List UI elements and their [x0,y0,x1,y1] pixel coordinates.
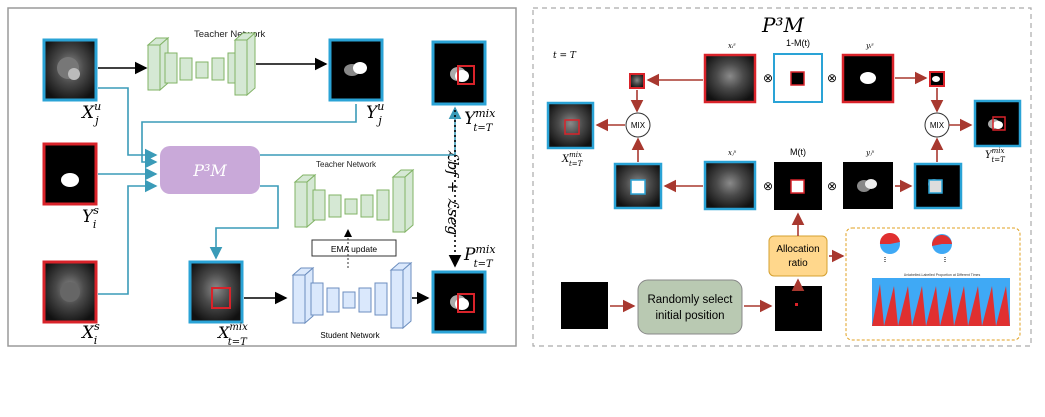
y-mix-output-image [973,99,1022,148]
mid-left-image [613,162,663,210]
allocation-line-1: Allocation [776,244,819,255]
initial-black-image [561,282,608,329]
initial-position-image [775,286,822,331]
teacher-network-top: Teacher Network [146,29,266,97]
left-arrows [98,57,462,305]
randomly-select-line-1: Randomly select [647,294,733,306]
mid-right-image [913,162,963,210]
top-y-s-image [841,53,895,104]
image-x-i-s [42,260,98,324]
teacher-network-mid: Teacher Network [293,160,415,234]
randomly-select-line-2: initial position [655,310,724,322]
ema-update-box [311,239,397,257]
mix-left-label: MIX [631,121,646,130]
image-x-mix [188,260,244,324]
loss-label: ℒbf + ℒseg [444,150,462,235]
otimes-3: ⊗ [763,179,773,193]
student-network-label: Student Network [320,331,380,340]
small-xs-label: xᵢˢ [728,42,736,50]
one-minus-m-label: 1-M(t) [786,38,810,48]
top-left-crop [629,73,645,89]
top-right-crop [929,71,945,87]
small-yu-label: yⱼᵘ [865,149,875,157]
p3m-block [160,146,260,194]
student-network: Student Network [291,261,413,340]
p3m-block-label: P³M [192,161,227,180]
otimes-2: ⊗ [827,71,837,85]
right-arrows [595,71,973,313]
small-ys-label: yᵢˢ [865,42,874,50]
small-xu-label: xⱼᵘ [728,149,737,157]
one-minus-m-mask [773,53,823,103]
mid-x-u-image [703,160,757,211]
inset-title: Unlabelled-Labelled Proportion at Differ… [904,273,981,277]
inset-chart: Unlabelled-Labelled Proportion at Differ… [845,227,1021,341]
image-p-mix [431,270,487,334]
m-t-mask [774,162,822,210]
right-title: P³M [761,13,804,37]
ema-update-label: EMA update [331,244,378,254]
teacher-mid-label: Teacher Network [316,160,377,169]
top-x-s-image [703,53,757,104]
x-mix-output-image [546,101,595,150]
image-y-i-s [42,142,98,206]
mix-left-node [625,112,651,138]
randomly-select-box [637,279,743,335]
mid-y-u-image [843,162,893,209]
otimes-1: ⊗ [763,71,773,85]
mix-right-label: MIX [930,121,945,130]
allocation-ratio-box [768,235,828,277]
right-panel: P³M t = T xᵢˢ ⊗ 1-M(t) ⊗ yᵢˢ MIX MIX [532,7,1032,347]
image-x-j-u [42,38,98,102]
m-t-label: M(t) [790,147,806,157]
image-y-mix-top [431,40,487,106]
image-y-j-u [328,38,384,102]
teacher-top-label: Teacher Network [194,29,266,40]
time-label: t = T [553,51,577,61]
allocation-line-2: ratio [788,258,808,269]
otimes-4: ⊗ [827,179,837,193]
